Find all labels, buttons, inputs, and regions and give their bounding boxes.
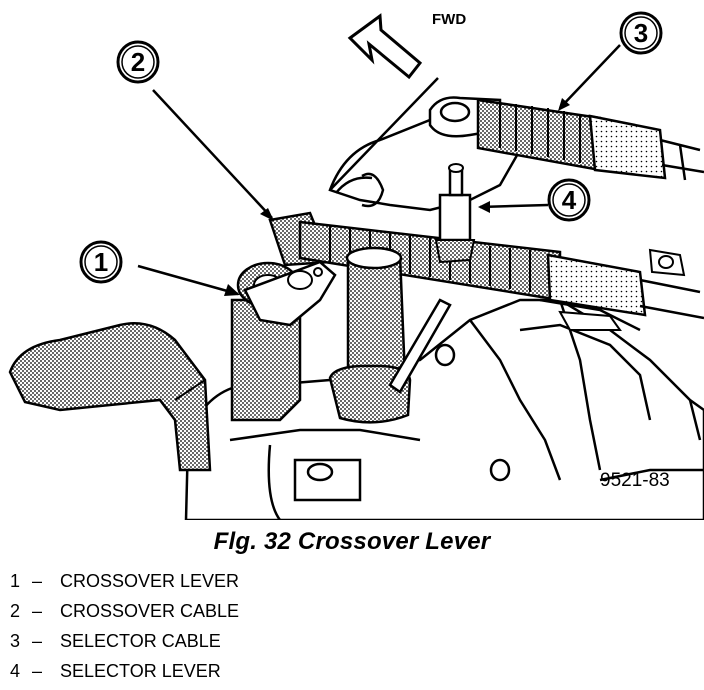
legend-item: 1–CROSSOVER LEVER — [10, 571, 240, 591]
leader-arrowheads — [224, 98, 570, 296]
svg-text:4: 4 — [562, 185, 577, 215]
legend-text: SELECTOR LEVER — [60, 661, 221, 681]
callout-4: 4 — [547, 178, 591, 222]
legend-item: 4–SELECTOR LEVER — [10, 661, 221, 681]
leader-lines — [137, 44, 621, 296]
selector-cable — [428, 96, 704, 181]
transmission-case — [184, 113, 704, 520]
mount-bracket — [8, 322, 212, 472]
legend-text: SELECTOR CABLE — [60, 631, 221, 651]
legend-text: CROSSOVER LEVER — [60, 571, 240, 591]
legend-list: 1–CROSSOVER LEVER 2–CROSSOVER CABLE 3–SE… — [10, 566, 239, 686]
svg-text:2: 2 — [131, 47, 145, 77]
callout-1: 1 — [79, 240, 123, 284]
figure-code: 9521-83 — [600, 470, 670, 491]
svg-text:1: 1 — [94, 247, 108, 277]
crossover-cable — [268, 211, 704, 331]
svg-text:3: 3 — [634, 18, 648, 48]
callout-3: 3 — [619, 11, 663, 55]
legend-item: 3–SELECTOR CABLE — [10, 631, 221, 651]
figure-caption: Flg. 32 Crossover Lever — [213, 528, 491, 555]
forward-arrow-icon — [347, 13, 423, 80]
legend-text: CROSSOVER CABLE — [60, 601, 240, 621]
legend-item: 2–CROSSOVER CABLE — [10, 601, 240, 621]
crossover-lever-diagram: FWD — [8, 11, 704, 520]
selector-lever — [328, 163, 476, 424]
crossover-lever — [230, 260, 337, 422]
callout-2: 2 — [116, 40, 160, 84]
fwd-label: FWD — [432, 11, 466, 28]
